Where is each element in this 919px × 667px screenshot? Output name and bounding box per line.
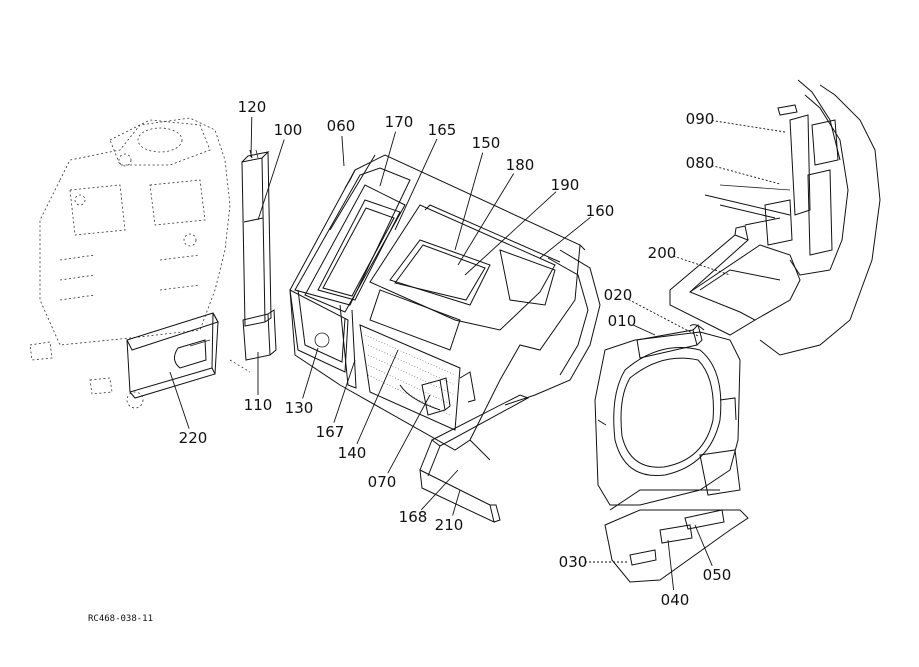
leader-line-020 (628, 299, 699, 337)
part-label-180: 180 (506, 156, 535, 174)
part-label-110: 110 (244, 396, 273, 414)
leader-line-130 (302, 347, 319, 399)
part-label-140: 140 (338, 444, 367, 462)
leader-line-140 (356, 349, 399, 445)
leader-line-050 (694, 524, 713, 566)
part-label-130: 130 (285, 399, 314, 417)
part-label-168: 168 (399, 508, 428, 526)
part-label-200: 200 (648, 244, 677, 262)
part-labels: 120 100 060 170 165 150 180 190 160 090 080 200 020 0… (179, 98, 732, 609)
leader-lines (169, 116, 786, 591)
fender-frame-200 (669, 79, 881, 356)
part-label-210: 210 (435, 516, 464, 534)
round-panel-010 (594, 324, 749, 583)
part-label-010: 010 (608, 312, 637, 330)
part-label-190: 190 (551, 176, 580, 194)
leader-line-070 (387, 394, 431, 474)
part-label-060: 060 (327, 117, 356, 135)
bracket-plate-220 (126, 312, 219, 399)
leader-line-180 (457, 173, 515, 266)
part-label-167: 167 (316, 423, 345, 441)
leader-line-060 (341, 135, 345, 167)
leader-line-220 (169, 371, 190, 429)
part-label-020: 020 (604, 286, 633, 304)
leader-line-010 (632, 324, 656, 336)
part-label-080: 080 (686, 154, 715, 172)
part-label-165: 165 (428, 121, 457, 139)
leader-line-210 (452, 489, 461, 516)
part-label-220: 220 (179, 429, 208, 447)
leader-line-160 (539, 216, 591, 259)
drawing-code: RC468-038-11 (88, 614, 153, 624)
part-label-090: 090 (686, 110, 715, 128)
part-label-040: 040 (661, 591, 690, 609)
part-label-120: 120 (238, 98, 267, 116)
console-housing-060 (289, 154, 601, 523)
part-label-160: 160 (586, 202, 615, 220)
leader-line-200 (673, 255, 731, 276)
part-label-070: 070 (368, 473, 397, 491)
leader-line-170 (379, 131, 397, 187)
vertical-post-100 (241, 149, 277, 361)
leader-line-150 (454, 152, 484, 251)
engine-block (29, 117, 251, 409)
part-label-030: 030 (559, 553, 588, 571)
leader-line-080 (711, 165, 781, 185)
leader-line-168 (420, 469, 459, 511)
part-label-100: 100 (274, 121, 303, 139)
leader-line-100 (257, 139, 285, 221)
part-label-150: 150 (472, 134, 501, 152)
leader-line-120 (250, 116, 253, 158)
leader-line-090 (711, 120, 786, 133)
part-label-050: 050 (703, 566, 732, 584)
leader-line-190 (464, 191, 557, 276)
leader-line-040 (667, 539, 675, 591)
part-label-170: 170 (385, 113, 414, 131)
leader-line-165 (394, 138, 438, 231)
leader-line-167 (333, 359, 356, 423)
